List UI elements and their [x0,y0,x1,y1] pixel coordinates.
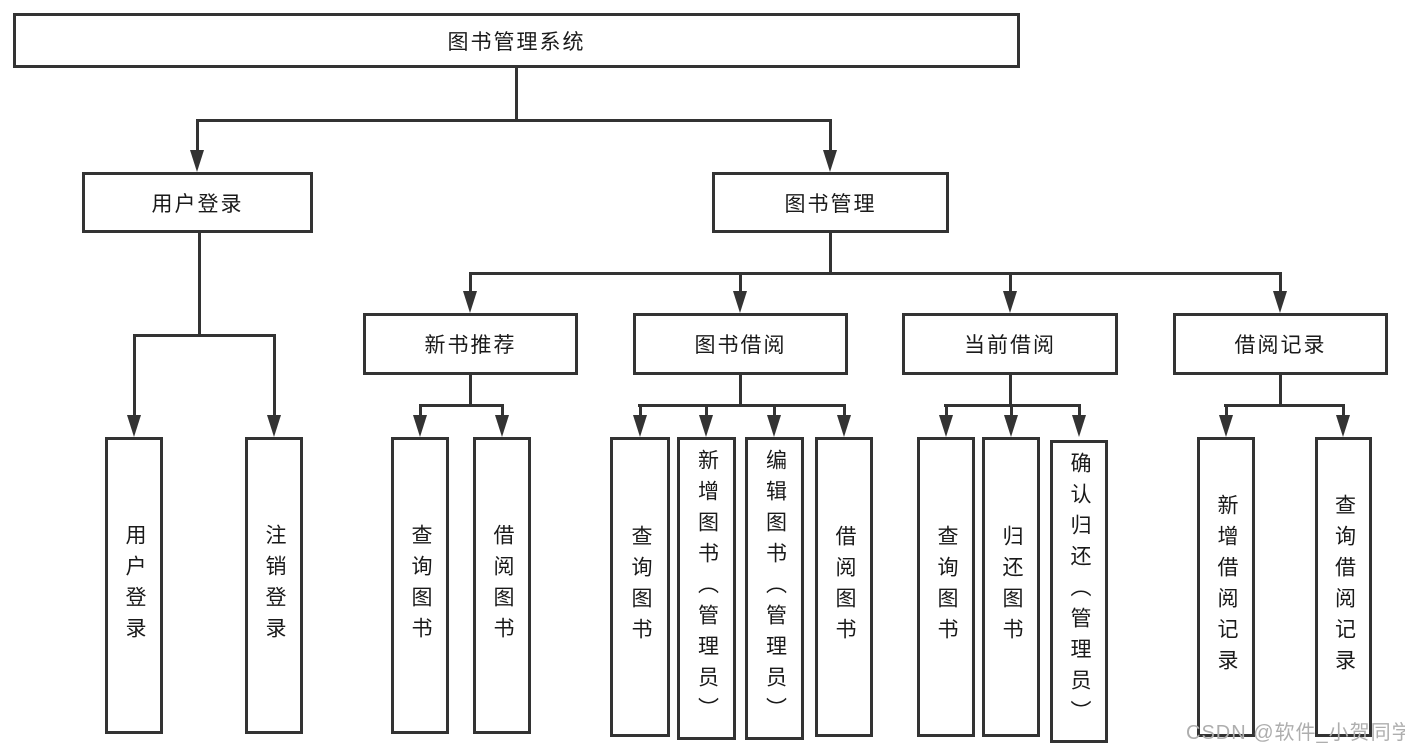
arrow-down-icon [823,150,837,172]
connector-line [469,272,1282,275]
node-root: 图书管理系统 [13,13,1020,68]
connector-line [273,334,276,419]
leaf-query-books-newbook: 查询图书 [391,437,449,734]
connector-line [1078,404,1081,419]
leaf-borrow-books-borrow-label: 借阅图书 [833,525,857,649]
leaf-logout: 注销登录 [245,437,303,734]
connector-line [469,272,472,295]
arrow-down-icon [127,415,141,437]
connector-line [739,375,742,406]
arrow-down-icon [1072,415,1086,437]
arrow-down-icon [1003,291,1017,313]
leaf-logout-label: 注销登录 [263,523,287,648]
arrow-down-icon [190,150,204,172]
connector-line [945,404,948,419]
connector-line [196,119,199,154]
leaf-edit-book-admin-label: 编辑图书（管理员） [763,449,787,728]
connector-line [133,334,136,419]
node-current-borrow: 当前借阅 [902,313,1118,375]
arrow-down-icon [939,415,953,437]
node-borrow-records-label: 借阅记录 [1234,334,1327,357]
connector-line [705,404,708,419]
connector-line [1342,404,1345,419]
node-new-book-recommend: 新书推荐 [363,313,578,375]
leaf-query-borrow-record: 查询借阅记录 [1315,437,1372,737]
leaf-query-borrow-record-label: 查询借阅记录 [1332,494,1356,680]
node-current-borrow-label: 当前借阅 [964,334,1056,357]
arrow-down-icon [1336,415,1350,437]
connector-line [773,404,776,419]
node-root-label: 图书管理系统 [447,30,586,54]
leaf-query-books-newbook-label: 查询图书 [409,523,433,648]
leaf-query-books-current: 查询图书 [917,437,975,737]
leaf-add-borrow-record: 新增借阅记录 [1197,437,1255,737]
leaf-edit-book-admin: 编辑图书（管理员） [745,437,804,740]
leaf-borrow-books-newbook: 借阅图书 [473,437,531,734]
arrow-down-icon [699,415,713,437]
node-book-management: 图书管理 [712,172,949,233]
leaf-borrow-books-borrow: 借阅图书 [815,437,873,737]
leaf-user-login-label: 用户登录 [123,523,147,648]
arrow-down-icon [1219,415,1233,437]
leaf-return-book-label: 归还图书 [1000,525,1024,649]
connector-line [829,119,832,154]
connector-line [515,68,518,120]
connector-line [196,119,832,122]
connector-line [1009,375,1012,406]
node-user-login-label: 用户登录 [151,192,244,216]
leaf-borrow-books-newbook-label: 借阅图书 [491,523,515,648]
arrow-down-icon [837,415,851,437]
arrow-down-icon [413,415,427,437]
leaf-confirm-return-admin: 确认归还（管理员） [1050,440,1108,743]
arrow-down-icon [1273,291,1287,313]
connector-line [639,404,642,419]
connector-line [133,334,276,337]
connector-line [829,233,832,274]
connector-line [469,375,472,406]
arrow-down-icon [495,415,509,437]
leaf-query-books-borrow-label: 查询图书 [629,525,653,649]
connector-line [1225,404,1228,419]
node-borrow-records: 借阅记录 [1173,313,1388,375]
arrow-down-icon [1004,415,1018,437]
arrow-down-icon [267,415,281,437]
connector-line [1009,272,1012,295]
connector-line [501,404,504,419]
connector-line [739,272,742,295]
arrow-down-icon [767,415,781,437]
leaf-return-book: 归还图书 [982,437,1040,737]
node-book-borrow: 图书借阅 [633,313,848,375]
node-user-login: 用户登录 [82,172,313,233]
leaf-query-books-current-label: 查询图书 [935,525,959,649]
leaf-add-borrow-record-label: 新增借阅记录 [1215,494,1239,680]
leaf-add-book-admin-label: 新增图书（管理员） [695,449,719,728]
connector-line [419,404,504,407]
arrow-down-icon [733,291,747,313]
connector-line [1279,272,1282,295]
connector-line [843,404,846,419]
node-new-book-recommend-label: 新书推荐 [424,334,517,357]
connector-line [1010,404,1013,419]
csdn-watermark: CSDN @软件_小贺同学 [1186,722,1405,744]
connector-line [1279,375,1282,406]
leaf-query-books-borrow: 查询图书 [610,437,670,737]
leaf-user-login: 用户登录 [105,437,163,734]
node-book-management-label: 图书管理 [784,192,877,216]
connector-line [1224,404,1345,407]
arrow-down-icon [633,415,647,437]
connector-line [419,404,422,419]
arrow-down-icon [463,291,477,313]
leaf-add-book-admin: 新增图书（管理员） [677,437,736,740]
connector-line [638,404,846,407]
node-book-borrow-label: 图书借阅 [694,334,787,357]
connector-line [198,233,201,336]
leaf-confirm-return-admin-label: 确认归还（管理员） [1068,452,1092,731]
